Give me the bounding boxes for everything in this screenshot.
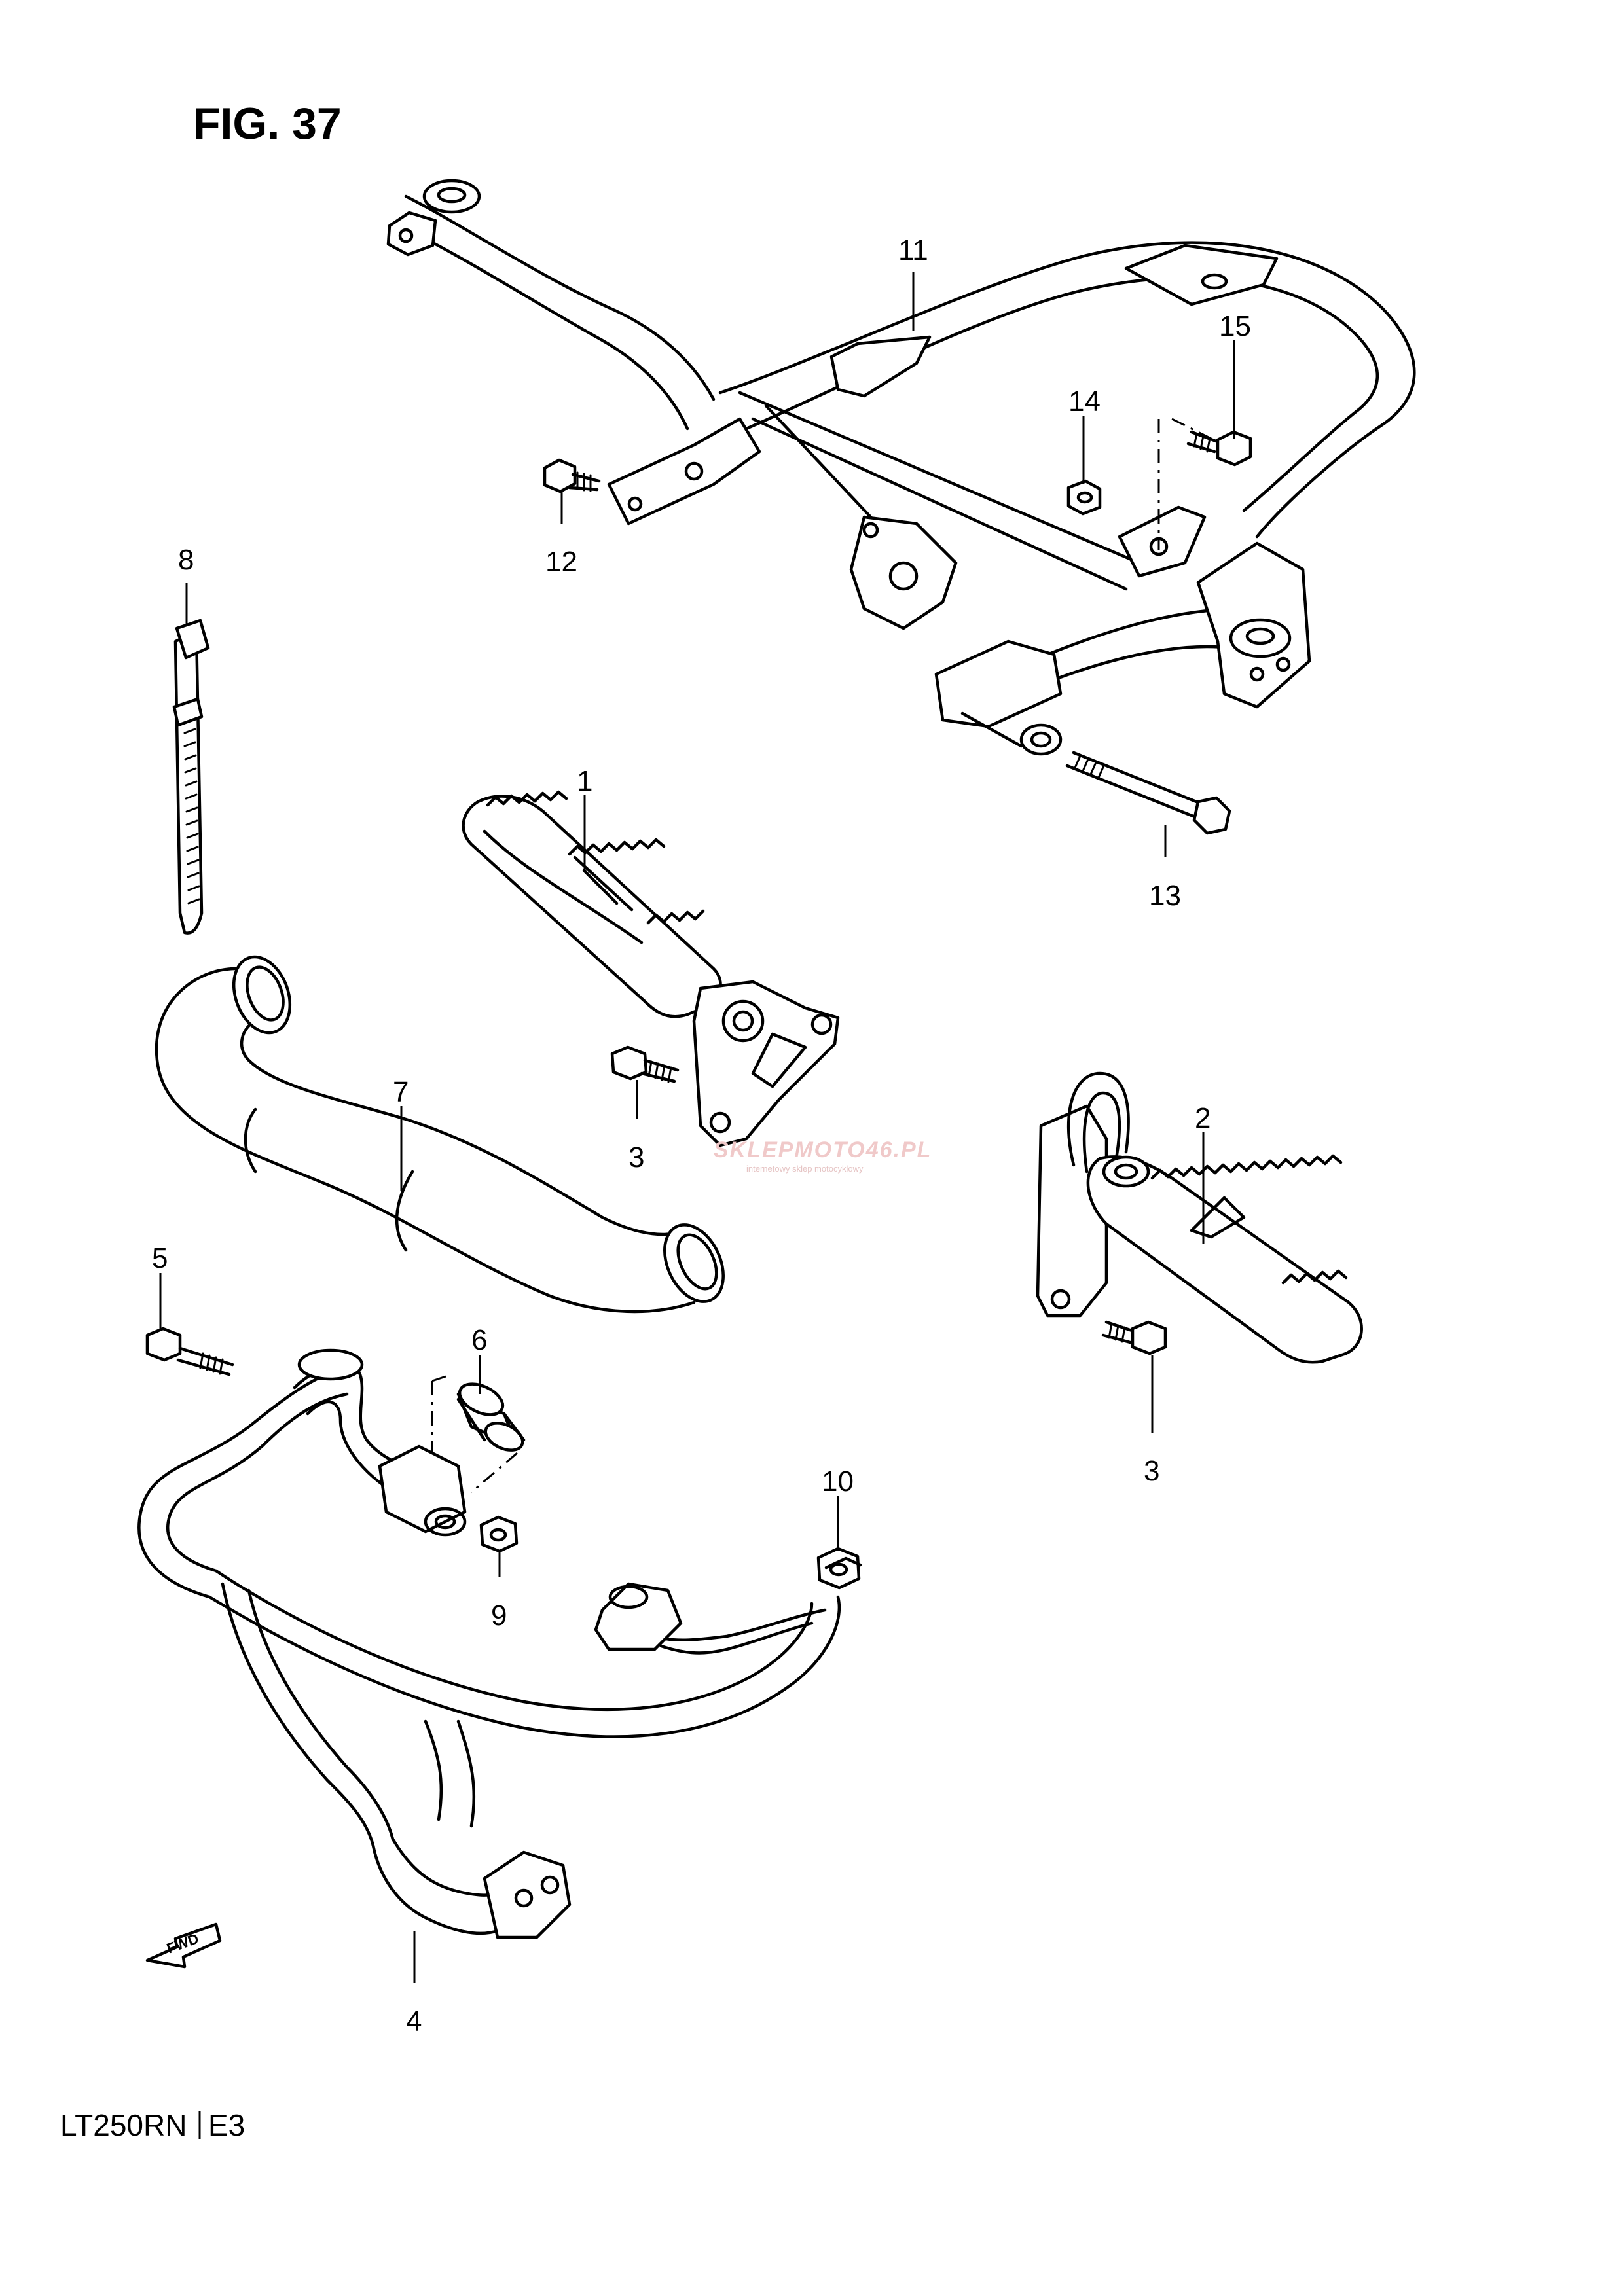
part-8-cable-tie bbox=[172, 619, 210, 935]
callout-11: 11 bbox=[898, 234, 928, 266]
part-1-footrest-left bbox=[462, 790, 840, 1147]
part-13-long-bolt bbox=[1065, 751, 1231, 835]
part-6-collar bbox=[456, 1382, 526, 1452]
model-code: LT250RN bbox=[60, 2108, 187, 2142]
callout-10: 10 bbox=[822, 1465, 854, 1498]
callout-15: 15 bbox=[1219, 310, 1251, 342]
fwd-arrow-icon: FWD bbox=[145, 1922, 222, 1969]
figure-title: FIG. 37 bbox=[193, 99, 342, 149]
part-4-front-guard bbox=[137, 1348, 841, 1939]
callout-5: 5 bbox=[152, 1242, 168, 1274]
watermark: SKLEPMOTO46.PL internetowy sklep motocyk… bbox=[714, 1138, 932, 1174]
callout-13: 13 bbox=[1149, 880, 1181, 912]
part-10-nut bbox=[816, 1547, 862, 1590]
leader-lines bbox=[159, 272, 1235, 1983]
part-3-bolt-left bbox=[610, 1045, 680, 1083]
callout-1: 1 bbox=[577, 765, 592, 797]
part-15-bolt bbox=[1186, 430, 1252, 467]
part-7-tube bbox=[155, 955, 725, 1314]
callout-3a: 3 bbox=[628, 1141, 644, 1174]
callout-9: 9 bbox=[491, 1600, 507, 1632]
part-5-bolt bbox=[145, 1327, 234, 1376]
watermark-tagline: internetowy sklep motocyklowy bbox=[746, 1164, 864, 1174]
callout-2: 2 bbox=[1195, 1102, 1211, 1134]
part-3-bolt-right bbox=[1101, 1320, 1167, 1355]
callout-14: 14 bbox=[1068, 386, 1101, 418]
part-11-rear-bracket bbox=[386, 179, 1416, 756]
alignment-line-14-15 bbox=[1157, 418, 1212, 550]
callout-6: 6 bbox=[471, 1324, 487, 1356]
part-14-nut bbox=[1066, 479, 1102, 516]
callout-8: 8 bbox=[178, 544, 194, 576]
part-9-nut bbox=[479, 1515, 519, 1553]
part-2-footrest-right bbox=[1036, 1071, 1363, 1364]
watermark-brand: SKLEPMOTO46.PL bbox=[714, 1138, 932, 1162]
callout-3b: 3 bbox=[1144, 1455, 1159, 1487]
callout-12: 12 bbox=[545, 546, 577, 578]
alignment-line-6 bbox=[431, 1373, 518, 1494]
callout-4: 4 bbox=[406, 2005, 422, 2037]
region-code: E3 bbox=[208, 2108, 245, 2142]
callout-7: 7 bbox=[393, 1076, 409, 1108]
part-12-bolt bbox=[543, 458, 601, 493]
